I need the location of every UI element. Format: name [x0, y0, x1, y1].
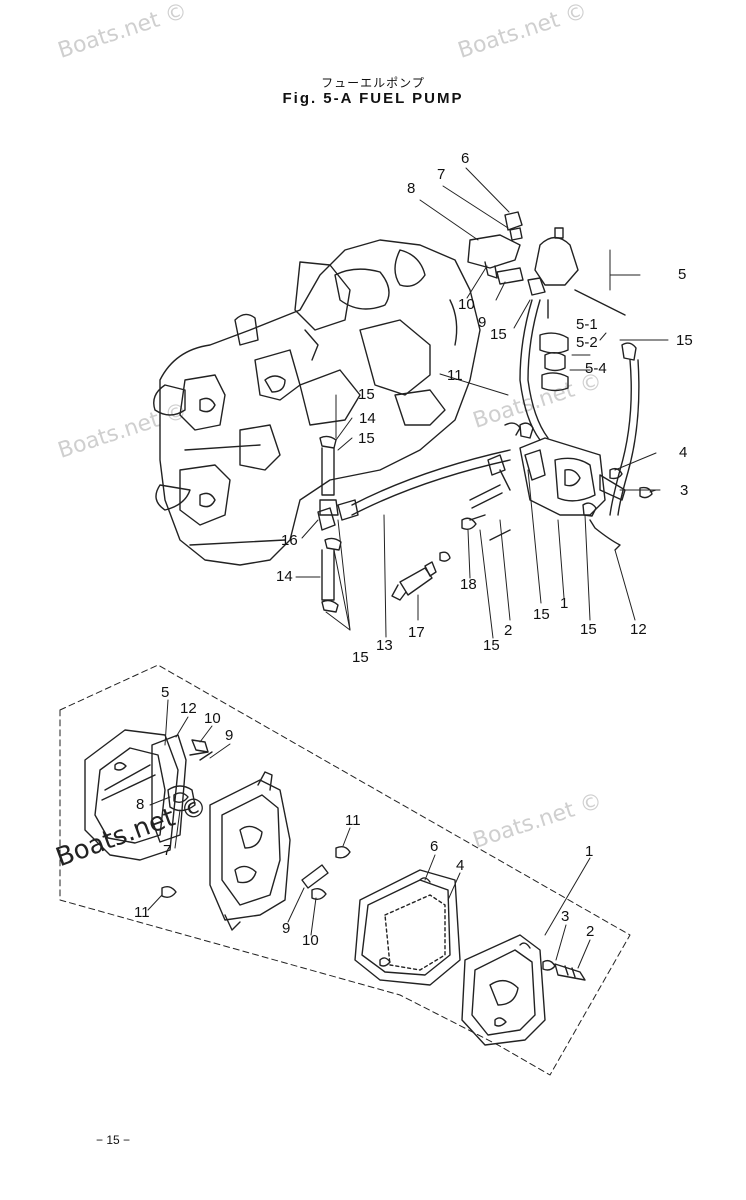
callout-12: 12: [180, 700, 197, 717]
callout-15: 15: [483, 637, 500, 654]
callout-7: 7: [163, 842, 172, 859]
figure-title: Fig. 5-A FUEL PUMP: [282, 90, 464, 107]
callout-9: 9: [282, 920, 291, 937]
callout-6: 6: [430, 838, 439, 855]
callout-9: 9: [478, 314, 487, 331]
callout-11: 11: [447, 367, 463, 384]
fuel-pump-drawing: [461, 422, 653, 551]
page-number: − 15 −: [96, 1133, 131, 1147]
callout-13: 13: [376, 637, 393, 654]
callout-15: 15: [352, 649, 369, 666]
callout-3: 3: [680, 482, 689, 499]
callout-12: 12: [630, 621, 647, 638]
callout-3: 3: [561, 908, 570, 925]
callout-7: 7: [437, 166, 446, 183]
exploded-parts-drawing: [84, 729, 586, 1046]
callout-11: 11: [134, 904, 150, 921]
callout-4: 4: [679, 444, 688, 461]
callout-10: 10: [302, 932, 319, 949]
callout-18: 18: [460, 576, 477, 593]
callout-11: 11: [345, 812, 361, 829]
callout-15: 15: [580, 621, 597, 638]
callout-6: 6: [461, 150, 470, 167]
callout-2: 2: [504, 622, 513, 639]
callout-17: 17: [408, 624, 425, 641]
callout-5: 5: [161, 684, 170, 701]
fuel-line-drawing: [317, 435, 511, 613]
callout-14: 14: [359, 410, 376, 427]
callout-10: 10: [204, 710, 221, 727]
callout-14: 14: [276, 568, 293, 585]
callout-10: 10: [458, 296, 475, 313]
callout-8: 8: [136, 796, 145, 813]
upper-leader-lines: [295, 167, 669, 639]
figure-title-japanese: フューエルポンプ: [321, 76, 425, 90]
engine-block-drawing: [153, 239, 481, 566]
callout-15: 15: [490, 326, 507, 343]
callout-15: 15: [358, 430, 375, 447]
callout-1: 1: [560, 595, 569, 612]
callout-5-2: 5-2: [576, 334, 598, 351]
callout-5-4: 5-4: [585, 360, 607, 377]
lower-leader-lines: [147, 699, 591, 969]
callout-4: 4: [456, 857, 465, 874]
callout-2: 2: [586, 923, 595, 940]
callout-9: 9: [225, 727, 234, 744]
exploded-group-boundary: [59, 664, 631, 1076]
callout-15: 15: [358, 386, 375, 403]
callout-15: 15: [533, 606, 550, 623]
callout-5: 5: [678, 266, 687, 283]
callout-15: 15: [676, 332, 693, 349]
callout-1: 1: [585, 843, 594, 860]
callout-16: 16: [281, 532, 298, 549]
callout-5-1: 5-1: [576, 316, 598, 333]
callout-8: 8: [407, 180, 416, 197]
fuel-filter-drawing: [467, 211, 640, 516]
